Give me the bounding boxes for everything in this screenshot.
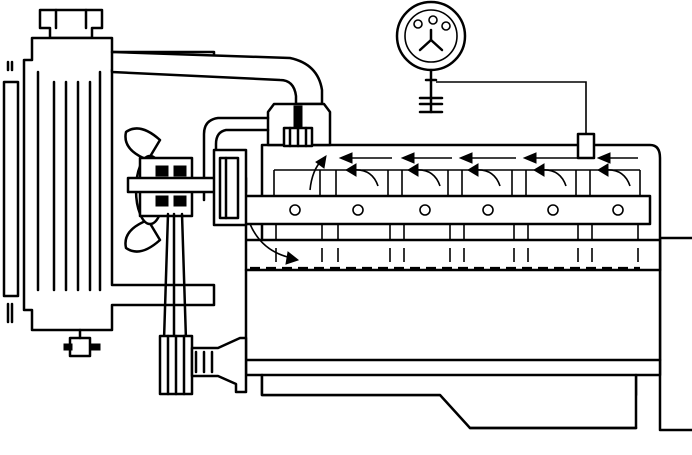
bolt-hole-5 — [547, 204, 559, 216]
flywheel-housing — [658, 236, 692, 432]
cylinder-bores — [250, 224, 640, 270]
water-pump — [126, 148, 248, 227]
bolt-hole-2 — [352, 204, 364, 216]
gauge-needle — [418, 38, 433, 52]
temperature-gauge — [395, 0, 596, 160]
bolt-hole-4 — [482, 204, 494, 216]
drive-belt — [158, 212, 248, 396]
flow-arrow-icon — [338, 152, 353, 164]
flow-arrow-icon — [400, 152, 415, 164]
head-gasket-bar — [238, 194, 652, 226]
gauge-mark-left — [413, 19, 423, 29]
bolt-hole-6 — [612, 204, 624, 216]
flow-arrow-icon — [522, 152, 537, 164]
flow-arrow-icon — [458, 152, 473, 164]
upper-radiator-hose — [110, 50, 332, 148]
flow-arrow-icon — [596, 152, 611, 164]
gauge-mark-center — [428, 15, 438, 25]
bolt-hole-3 — [419, 204, 431, 216]
coolant-flow-arrows — [249, 152, 638, 265]
gauge-mark-right — [441, 21, 451, 31]
bolt-hole-1 — [289, 204, 301, 216]
bypass-hose — [202, 116, 270, 202]
radiator — [2, 8, 216, 358]
engine-block — [244, 143, 662, 430]
